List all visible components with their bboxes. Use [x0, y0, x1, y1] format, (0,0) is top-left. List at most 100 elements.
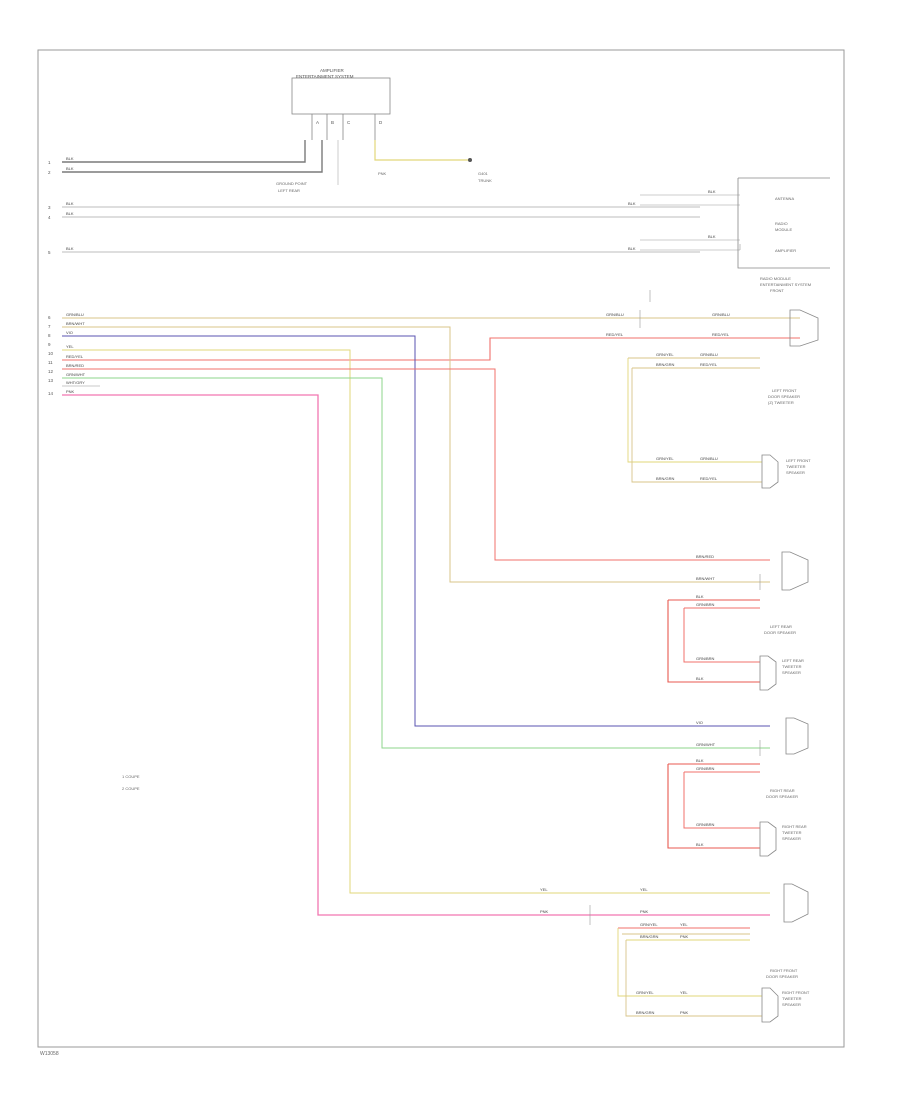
front-mid-label-2: ENTERTAINMENT SYSTEM	[760, 282, 811, 287]
wl-grn-blu-3: GRN/BLU	[712, 312, 730, 317]
wl-rf-8: PNK	[680, 1010, 689, 1015]
wl-rf-1: GRN/YEL	[640, 922, 658, 927]
wire-pink-rf	[62, 394, 770, 916]
wire-lr-tw-b	[683, 607, 760, 663]
wire-violet-rr	[62, 335, 770, 727]
wire-rf-d	[617, 928, 762, 997]
radio-label-1: RADIO	[775, 221, 788, 226]
legend-line-1: 1 COUPE	[122, 774, 140, 779]
ant-label-1: ANTENNA	[775, 196, 794, 201]
wl-grn-wht-1: GRN/WHT	[66, 372, 86, 377]
wl-grn-blu-2: GRN/BLU	[606, 312, 624, 317]
radio-module-box: ANTENNA RADIO MODULE AMPLIFIER RADIO MOD…	[737, 177, 830, 293]
splice-pk-label: PNK	[378, 171, 387, 176]
page-code: W13058	[40, 1051, 59, 1057]
wl-lr-3: GRN/BRN	[696, 656, 715, 661]
amp-pin-c: C	[347, 120, 351, 125]
wire-red-lf	[62, 337, 800, 361]
ground-point-label-1: GROUND POINT	[276, 181, 308, 186]
left-pin-1: 1	[48, 160, 51, 165]
wl-pnk-3: PNK	[640, 909, 649, 914]
connector-stubs	[589, 244, 761, 925]
rr-door-label-1: RIGHT REAR	[770, 788, 795, 793]
wl-red-yel-2: RED/YEL	[606, 332, 624, 337]
left-pin-3: 3	[48, 205, 51, 210]
wl-rf-2: BRN/GRN	[640, 934, 659, 939]
amp-label-1: AMPLIFIER	[320, 68, 345, 73]
amplifier-module: AMPLIFIER ENTERTAINMENT SYSTEM A B C D	[291, 68, 391, 140]
wl-rf-5: GRN/YEL	[636, 990, 654, 995]
lf-door-label-1: LEFT FRONT	[772, 388, 797, 393]
wire-rf-e	[625, 940, 762, 1017]
wl-grn-wht-2: GRN/WHT	[696, 742, 716, 747]
wl-brn-wht-1: BRN/WHT	[66, 321, 85, 326]
wire-yel-rf	[62, 349, 770, 894]
wl-lr-4: BLK	[696, 676, 704, 681]
wl-pnk-2: PNK	[540, 909, 549, 914]
legend-line-2: 2 COUPE	[122, 786, 140, 791]
wl-lf-7: GRN/BLU	[700, 456, 718, 461]
lf-door-label-3: (Z) TWEETER	[768, 400, 794, 405]
lr-door-speaker: LEFT REAR DOOR SPEAKER	[764, 551, 809, 635]
lr-tw-label-1: LEFT REAR	[782, 658, 804, 663]
wl-rr-4: BLK	[696, 842, 704, 847]
lf-tw-label-1: LEFT FRONT	[786, 458, 811, 463]
wire-label-blk-4: BLK	[66, 211, 74, 216]
wl-yel-2: YEL	[540, 887, 548, 892]
lf-tw-label-3: SPEAKER	[786, 470, 805, 475]
wire-label-blk-6: BLK	[628, 201, 636, 206]
wl-yel-1: YEL	[66, 344, 74, 349]
rr-door-speaker: RIGHT REAR DOOR SPEAKER	[766, 717, 809, 799]
ground-top-label-2: TRUNK	[478, 178, 492, 183]
wire-label-blk-9: BLK	[708, 234, 716, 239]
wl-rr-2: GRN/BRN	[696, 766, 715, 771]
wl-lr-1: BLK	[696, 594, 704, 599]
left-pin-7: 7	[48, 324, 51, 329]
left-pin-4: 4	[48, 215, 51, 220]
rr-tw-label-1: RIGHT REAR	[782, 824, 807, 829]
wl-pnk-1: PNK	[66, 389, 75, 394]
left-pin-13: 13	[48, 378, 54, 383]
rf-door-speaker: RIGHT FRONT DOOR SPEAKER	[766, 883, 809, 979]
rf-tw-label-2: TWEETER	[782, 996, 802, 1001]
wl-lf-6: BRN/GRN	[656, 476, 675, 481]
wl-rf-7: YEL	[680, 990, 688, 995]
left-pin-5: 5	[48, 250, 51, 255]
rr-tw-label-3: SPEAKER	[782, 836, 801, 841]
rf-door-label-2: DOOR SPEAKER	[766, 974, 798, 979]
wl-brn-red-2: BRN/RED	[696, 554, 714, 559]
ant-label-2: AMPLIFIER	[775, 248, 796, 253]
left-pin-14: 14	[48, 391, 54, 396]
wire-lr-tw-a	[667, 599, 760, 683]
wl-rf-4: PNK	[680, 934, 689, 939]
wire-red-lr	[62, 368, 770, 561]
wl-yel-3: YEL	[640, 887, 648, 892]
front-mid-label-3: FRONT	[770, 288, 784, 293]
front-mid-label-1: RADIO MODULE	[760, 276, 791, 281]
wire-lf-tw-c	[627, 358, 762, 463]
rf-door-label-1: RIGHT FRONT	[770, 968, 798, 973]
wl-rf-3: YEL	[680, 922, 688, 927]
lr-tw-label-3: SPEAKER	[782, 670, 801, 675]
lr-tweeter: LEFT REAR TWEETER SPEAKER	[759, 655, 804, 691]
wl-lf-2: BRN/GRN	[656, 362, 675, 367]
wl-rr-1: BLK	[696, 758, 704, 763]
ground-top-label-1: G401	[478, 171, 489, 176]
lf-tw-label-2: TWEETER	[786, 464, 806, 469]
wl-red-yel-1: RED/YEL	[66, 354, 84, 359]
ground-point-label-2: LEFT REAR	[278, 188, 300, 193]
wire-label-blk-3: BLK	[66, 166, 74, 171]
wl-wht-gry-1: WHT/GRY	[66, 380, 85, 385]
wire-amp-ground-1	[62, 140, 306, 163]
left-pin-10: 10	[48, 351, 54, 356]
wl-vio-2: VIO	[696, 720, 703, 725]
wire-green-rr	[62, 377, 770, 749]
wl-brn-wht-2: BRN/WHT	[696, 576, 715, 581]
left-pin-numbers: 1 2 3 4 5 6 7 8 9 10 11 12 13 14	[48, 160, 54, 396]
lr-door-label-2: DOOR SPEAKER	[764, 630, 796, 635]
wl-grn-blu-1: GRN/BLU	[66, 312, 84, 317]
wl-lf-4: RED/YEL	[700, 362, 718, 367]
wl-lf-1: GRN/YEL	[656, 352, 674, 357]
wire-label-blk-7: BLK	[628, 246, 636, 251]
legend: 1 COUPE 2 COUPE	[122, 774, 140, 791]
